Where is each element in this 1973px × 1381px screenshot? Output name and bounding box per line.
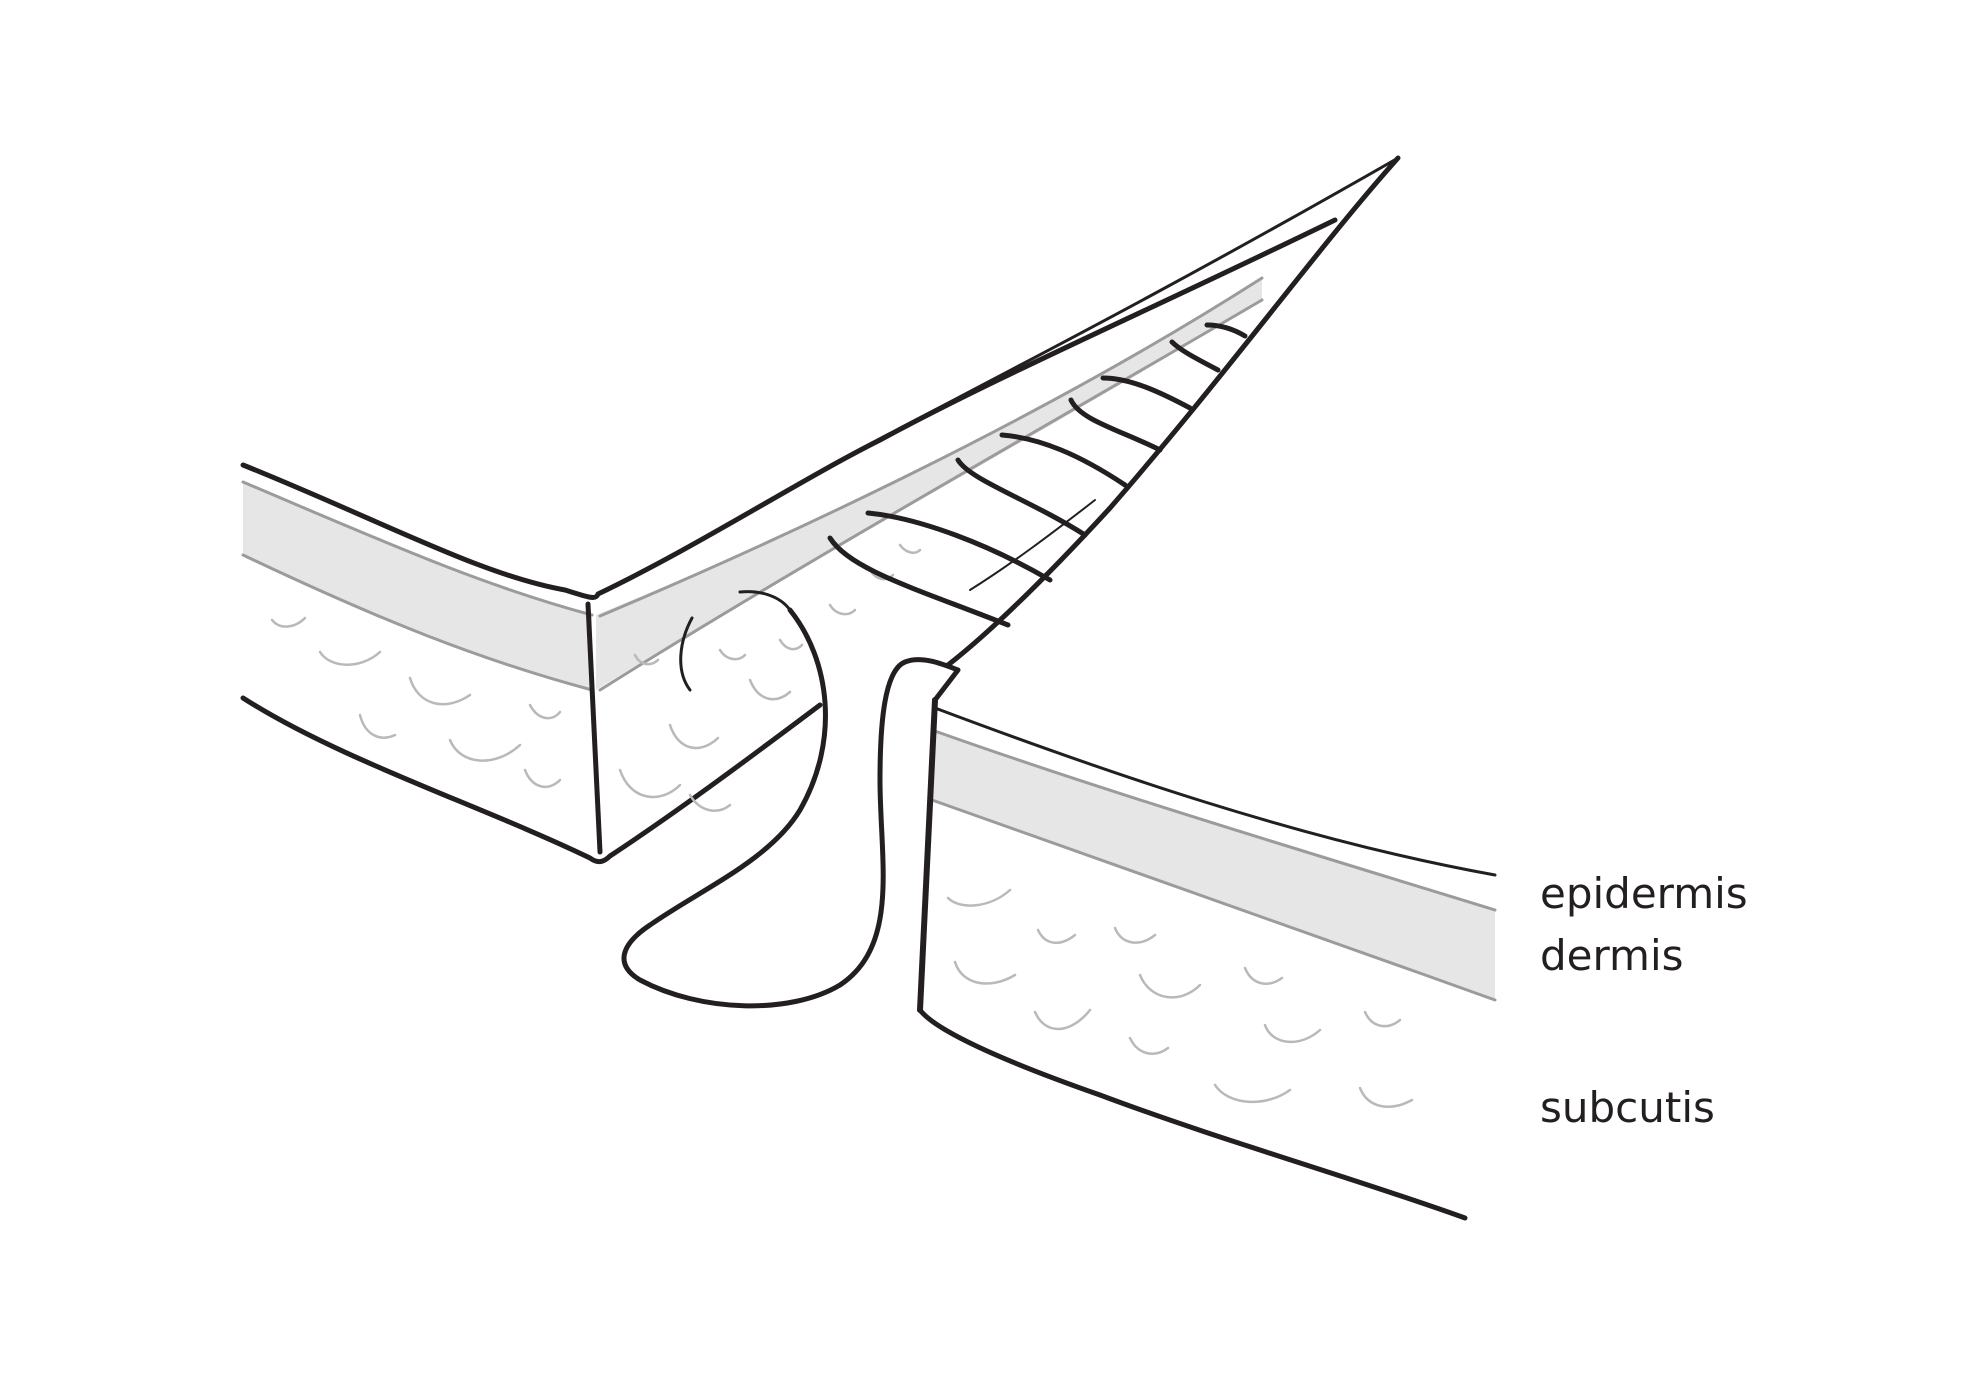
right-dermis-band [932,730,1495,1000]
left-front-vertical-edge [585,601,603,855]
stitch-8 [827,535,1011,628]
stitch-2 [1169,339,1221,373]
left-cut-dermis-divider [598,298,1264,692]
left-top-surface [240,217,1338,600]
left-front-epidermis-divider [241,480,594,617]
stitch-1 [1204,322,1248,339]
suture-stitches [827,322,1248,628]
thread-loop [621,607,961,1009]
stitch-3 [1100,375,1193,411]
right-top-surface [933,706,1497,877]
left-dermis-band-front [243,482,592,690]
right-dermis-divider [930,798,1497,1002]
suture-thread [621,590,961,1009]
left-cut-face-edge [945,155,1401,668]
left-dermis-band-cut [596,278,1262,690]
wound-depth-guideline [969,499,1096,591]
right-front-vertical-edge [917,697,938,1013]
left-fat-lobules [270,543,922,812]
left-front-dermis-divider [241,553,594,692]
stitch-7 [865,510,1053,583]
left-bottom-surface [240,695,823,865]
stitch-4 [1068,397,1163,453]
stitch-5 [999,432,1128,488]
thread-hook [738,590,792,612]
left-cut-epidermis-divider [598,276,1264,618]
right-bottom-surface [917,1007,1468,1221]
right-epidermis-divider [930,728,1497,912]
label-epidermis: epidermis [1540,869,1748,918]
label-dermis: dermis [1540,931,1684,980]
label-subcutis: subcutis [1540,1083,1715,1132]
right-skin-flap [917,697,1497,1221]
needle-entry-arc [679,616,694,692]
stitch-6 [955,457,1088,538]
right-fat-lobules [946,888,1414,1108]
left-far-edge [853,156,1400,454]
